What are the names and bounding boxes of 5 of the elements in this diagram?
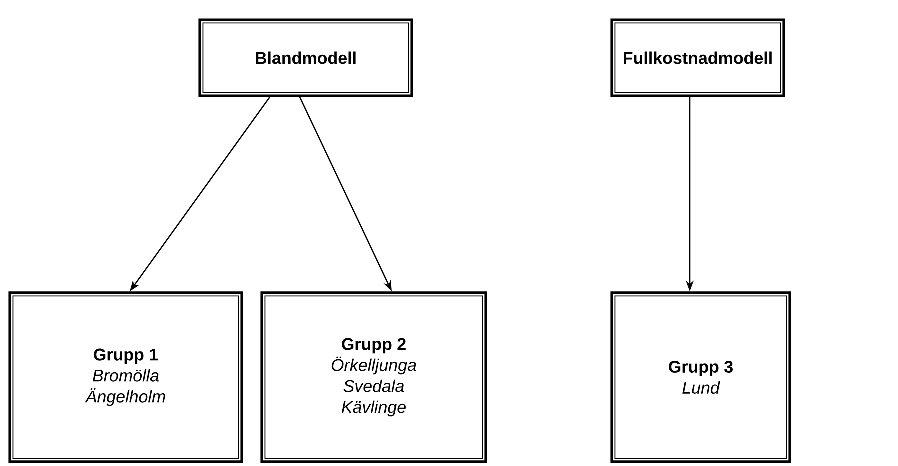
group-box: Grupp 3 Lund (610, 292, 792, 464)
group-box: Blandmodell (198, 18, 414, 98)
group-box: Grupp 2 Örkelljunga Svedala Kävlinge (260, 292, 488, 464)
group-box: Grupp 1 Bromölla Ängelholm (8, 292, 244, 464)
group-box: Fullkostnadmodell (610, 18, 786, 98)
